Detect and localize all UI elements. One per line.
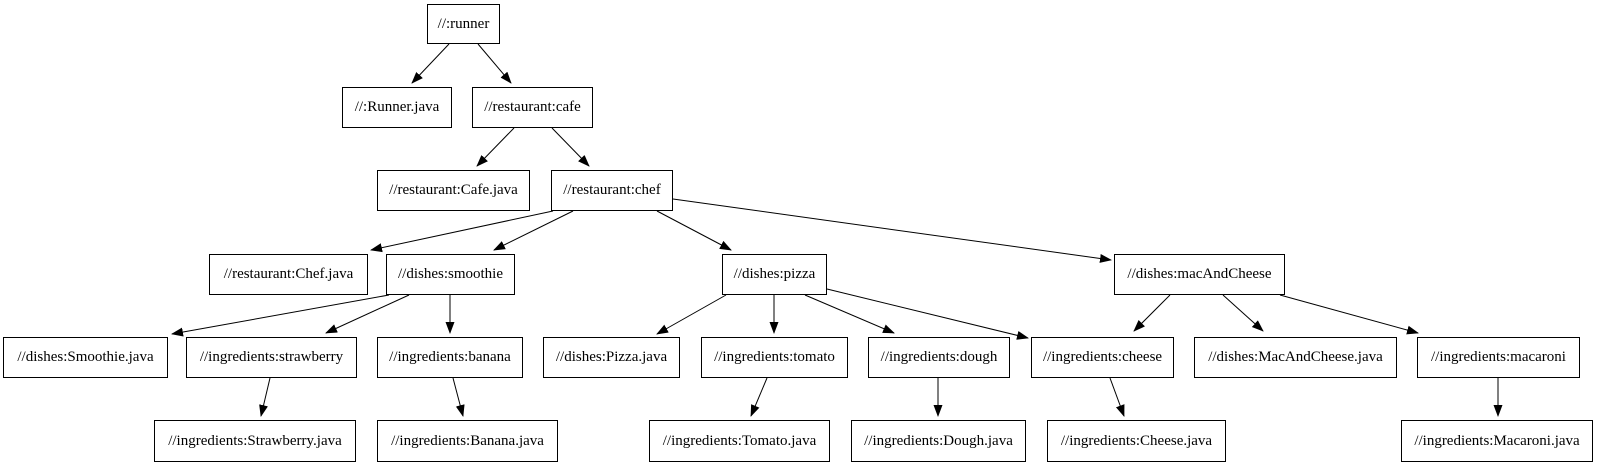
graph-node-mac-and-cheese-java: //dishes:MacAndCheese.java [1194, 337, 1397, 378]
graph-edge-runner-to-cafe [477, 43, 512, 84]
graph-node-label: //ingredients:strawberry [199, 349, 344, 365]
graph-node-smoothie-java: //dishes:Smoothie.java [3, 337, 168, 378]
graph-node-label: //ingredients:Cheese.java [1060, 432, 1213, 449]
graph-node-pizza: //dishes:pizza [722, 254, 827, 295]
graph-node-chef-java: //restaurant:Chef.java [209, 254, 368, 295]
graph-node-label: //ingredients:Dough.java [864, 432, 1013, 449]
graph-node-runner: //:runner [427, 4, 500, 44]
graph-node-label: //restaurant:chef [563, 182, 661, 198]
graph-node-label: //dishes:smoothie [398, 266, 503, 282]
graph-edge-tomato-to-tomato-java [750, 377, 768, 417]
graph-node-tomato-java: //ingredients:Tomato.java [649, 420, 830, 462]
graph-node-label: //dishes:Pizza.java [555, 349, 668, 365]
graph-node-label: //dishes:pizza [733, 266, 816, 282]
graph-node-dough-java: //ingredients:Dough.java [851, 420, 1026, 462]
graph-edge-pizza-to-cheese [826, 288, 1029, 340]
graph-node-dough: //ingredients:dough [868, 337, 1010, 378]
graph-edge-chef-to-mac-and-cheese [672, 198, 1112, 263]
graph-node-smoothie: //dishes:smoothie [386, 254, 515, 295]
graph-edge-runner-to-runner-java [411, 43, 450, 84]
graph-edge-pizza-to-dough [804, 294, 895, 334]
graph-node-label: //ingredients:Banana.java [391, 432, 544, 449]
graph-node-label: //dishes:Smoothie.java [17, 349, 154, 365]
graph-node-strawberry: //ingredients:strawberry [186, 337, 357, 378]
graph-node-runner-java: //:Runner.java [342, 87, 452, 128]
graph-node-label: //ingredients:tomato [714, 349, 835, 365]
graph-node-macaroni: //ingredients:macaroni [1417, 337, 1580, 378]
graph-node-pizza-java: //dishes:Pizza.java [543, 337, 680, 378]
graph-node-cafe: //restaurant:cafe [472, 87, 593, 128]
graph-edge-chef-to-pizza [656, 210, 732, 251]
graph-node-label: //restaurant:Cafe.java [389, 182, 518, 198]
graph-node-banana: //ingredients:banana [377, 337, 523, 378]
graph-node-cheese-java: //ingredients:Cheese.java [1047, 420, 1226, 462]
graph-edge-mac-and-cheese-to-mac-and-cheese-java [1222, 294, 1264, 332]
graph-edge-cheese-to-cheese-java [1109, 377, 1125, 417]
graph-node-label: //restaurant:Chef.java [223, 266, 354, 282]
graph-edge-strawberry-to-strawberry-java [259, 377, 271, 417]
graph-node-banana-java: //ingredients:Banana.java [377, 420, 558, 462]
graph-edge-cafe-to-cafe-java [476, 127, 515, 167]
graph-edge-smoothie-to-smoothie-java [171, 294, 390, 337]
graph-node-chef: //restaurant:chef [551, 170, 673, 211]
graph-node-label: //ingredients:Tomato.java [662, 432, 817, 449]
graph-node-cheese: //ingredients:cheese [1031, 337, 1174, 378]
graph-node-label: //:Runner.java [354, 99, 440, 115]
graph-edge-mac-and-cheese-to-cheese [1133, 294, 1171, 332]
graph-edge-mac-and-cheese-to-macaroni [1279, 294, 1419, 335]
graph-edges [171, 43, 1503, 417]
graph-node-label: //restaurant:cafe [484, 99, 581, 115]
graph-node-label: //ingredients:macaroni [1431, 349, 1566, 365]
graph-edge-chef-to-smoothie [493, 210, 574, 251]
graph-node-strawberry-java: //ingredients:Strawberry.java [154, 420, 356, 462]
graph-edge-banana-to-banana-java [452, 377, 465, 417]
graph-node-label: //ingredients:Strawberry.java [168, 432, 342, 449]
graph-edge-chef-to-chef-java [370, 210, 554, 253]
graph-node-cafe-java: //restaurant:Cafe.java [377, 170, 530, 211]
graph-node-label: //dishes:macAndCheese [1127, 266, 1272, 282]
graph-node-label: //ingredients:banana [389, 349, 511, 365]
graph-node-label: //:runner [437, 15, 490, 32]
graph-node-label: //ingredients:cheese [1042, 349, 1163, 365]
graph-edge-smoothie-to-strawberry [325, 294, 410, 334]
graph-edge-pizza-to-pizza-java [656, 294, 727, 335]
graph-node-label: //ingredients:Macaroni.java [1414, 432, 1580, 449]
graph-node-macaroni-java: //ingredients:Macaroni.java [1401, 420, 1593, 462]
graph-node-label: //ingredients:dough [880, 349, 998, 365]
graph-edge-cafe-to-chef [551, 127, 590, 167]
graph-node-tomato: //ingredients:tomato [701, 337, 848, 378]
graph-node-label: //dishes:MacAndCheese.java [1208, 349, 1383, 365]
graph-node-mac-and-cheese: //dishes:macAndCheese [1114, 254, 1285, 295]
